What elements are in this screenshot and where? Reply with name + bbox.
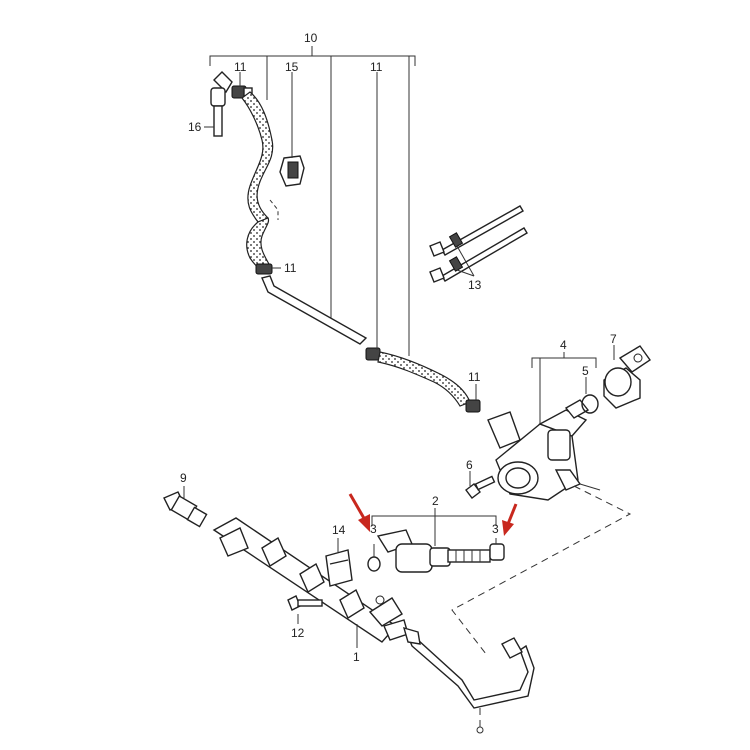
highlight-arrow-right [502,503,518,536]
hose-clamp-mid [255,263,273,275]
dashed-guide [451,485,632,655]
bracket-2 [371,508,497,546]
callout-13: 13 [468,278,482,292]
bolt-12 [287,595,323,611]
callout-16: 16 [188,120,202,134]
callout-9: 9 [180,471,187,485]
upper-fuel-line [204,71,481,413]
callout-10: 10 [304,31,318,45]
callout-1: 1 [353,650,360,664]
o-ring-5 [581,394,599,414]
fuel-rail-1 [212,517,409,643]
connector-16 [210,71,233,137]
hose-clamp-top [231,85,253,99]
hose-segment-upper [241,91,274,223]
callout-3-right: 3 [492,522,499,536]
callout-5: 5 [582,364,589,378]
hose-clamp-junction [365,347,381,361]
hose-clamp-pump [465,399,481,413]
hose-segment-lower [377,351,471,407]
callout-6: 6 [466,458,473,472]
callout-11-pump: 11 [468,370,481,384]
seal-ring-3-left [367,556,381,572]
fuel-lines-13 [429,205,528,283]
tappet-7 [603,345,651,409]
callout-15: 15 [285,60,299,74]
callout-4: 4 [560,338,567,352]
high-pressure-line [402,626,535,709]
pressure-sensor-15 [279,155,305,187]
fuel-injector [376,529,491,573]
retainer-clip-14 [325,549,353,587]
callout-12: 12 [291,626,305,640]
callout-2: 2 [432,494,439,508]
callout-11-mid: 11 [284,261,297,275]
bolt-6 [465,475,496,499]
callout-7: 7 [610,332,617,346]
callout-3-left: 3 [370,522,377,536]
callout-11-top-right: 11 [370,60,383,74]
callout-11-top-left: 11 [234,60,247,74]
high-pressure-pump [487,399,601,501]
bracket-10 [209,46,416,356]
rail-pressure-sensor-9 [163,491,208,528]
highlight-arrow-left [348,493,370,532]
bracket-4 [531,352,597,430]
callout-14: 14 [332,523,346,537]
rigid-fuel-pipe [261,275,368,345]
seal-ring-3-right [489,543,505,561]
